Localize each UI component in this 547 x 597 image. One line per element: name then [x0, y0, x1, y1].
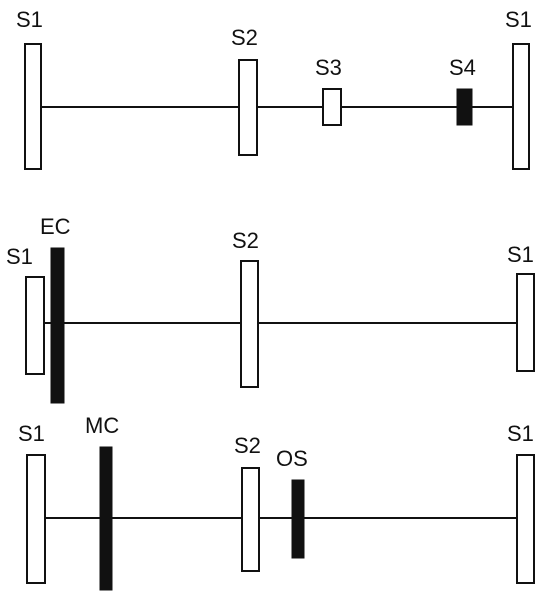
diagram-1-band-s1-right [512, 43, 530, 170]
diagram-1-band-s4 [456, 88, 473, 126]
diagram-3-label-s2: S2 [234, 433, 261, 458]
diagram-2-band-ec [50, 247, 65, 404]
diagram-3-label-s1-left: S1 [18, 421, 45, 446]
diagram-2-band-s1-left [25, 276, 45, 375]
diagram-1-band-s3 [322, 88, 342, 126]
diagram-3-band-os [291, 479, 305, 559]
diagram-3-label-s1-right: S1 [507, 421, 534, 446]
diagram-3-label-os: OS [276, 446, 308, 471]
diagram-2-label-ec: EC [40, 214, 71, 239]
diagram-1-label-s1-left: S1 [16, 7, 43, 32]
diagram-3: S1 MC S2 OS S1 [18, 413, 535, 591]
diagram-1-band-s2 [238, 59, 258, 156]
diagram-3-band-s1-right [516, 454, 535, 584]
diagram-3-label-mc: MC [85, 413, 119, 438]
diagram-1-band-s1-left [24, 43, 42, 170]
diagram-1-label-s4: S4 [449, 55, 476, 80]
diagram-1-label-s3: S3 [315, 55, 342, 80]
diagram-3-band-s1-left [26, 454, 46, 584]
diagram-2-band-s1-right [516, 273, 535, 372]
diagram-1: S1 S2 S3 S4 S1 [16, 7, 532, 170]
diagram-1-label-s1-right: S1 [505, 7, 532, 32]
diagram-2-label-s2: S2 [232, 228, 259, 253]
diagram-1-label-s2: S2 [231, 25, 258, 50]
diagram-2-label-s1-right: S1 [507, 242, 534, 267]
diagram-2-band-s2 [240, 260, 259, 388]
diagram-2-label-s1-left: S1 [6, 244, 33, 269]
diagram-3-band-s2 [241, 467, 260, 572]
diagram-2: S1 EC S2 S1 [6, 214, 535, 404]
diagram-3-band-mc [99, 446, 113, 591]
